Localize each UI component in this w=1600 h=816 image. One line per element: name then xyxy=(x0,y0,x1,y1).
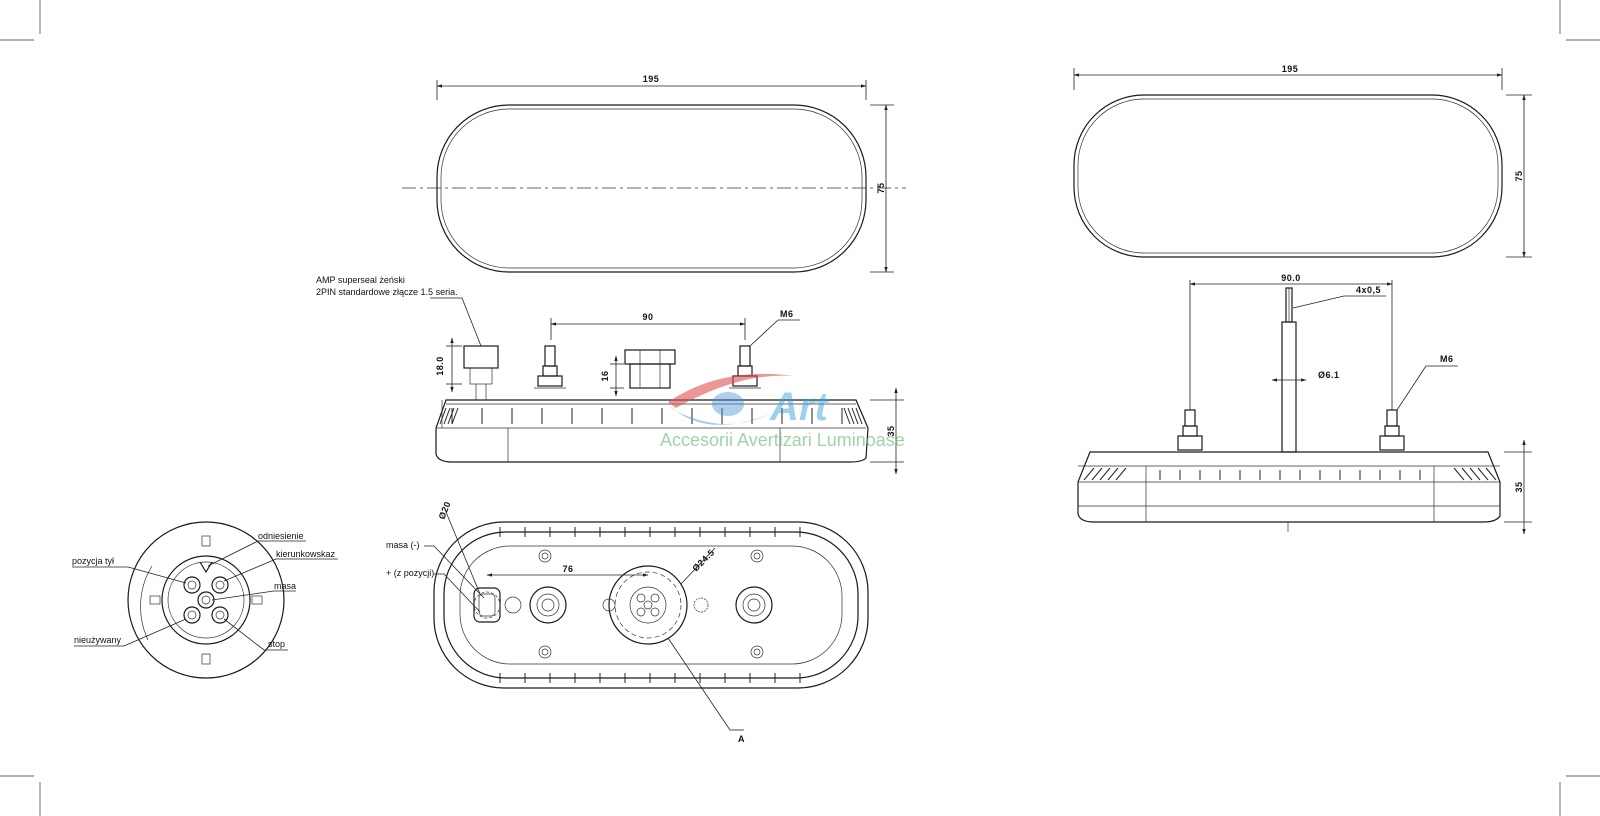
front-view: 195 75 xyxy=(402,74,906,273)
side-connector xyxy=(463,345,499,400)
rib-line xyxy=(443,407,451,425)
right-side-view: 90.0 4x0,5 Ø6.1 M6 35 xyxy=(1077,273,1532,535)
plus-pozycji-label: + (z pozycji) xyxy=(386,568,434,578)
back-connector-diameter-label: Ø20 xyxy=(437,500,453,521)
rib-line xyxy=(1099,467,1111,481)
rib-line xyxy=(1115,467,1127,481)
side-view: 90 M6 18.0 16 35 AMP superseal żeński 2P… xyxy=(316,275,904,475)
right-front-view: 195 75 xyxy=(1073,64,1532,258)
right-body-height-label: 35 xyxy=(1514,481,1524,492)
right-height-label: 75 xyxy=(1514,170,1524,181)
back-central-socket xyxy=(602,565,709,645)
watermark-tagline: Accesorii Avertizari Luminoase xyxy=(660,430,905,450)
front-width-label: 195 xyxy=(643,74,660,84)
rib-line xyxy=(855,407,863,425)
right-cable xyxy=(1281,287,1297,453)
rib-line xyxy=(1469,467,1481,481)
rib-line xyxy=(1083,467,1095,481)
right-stud-left xyxy=(1177,409,1203,451)
connector-note-line1: AMP superseal żeński xyxy=(316,275,405,285)
pin-masa-label: masa xyxy=(274,581,296,591)
back-stud-right xyxy=(735,586,773,624)
rib-line xyxy=(439,407,447,425)
rib-line xyxy=(1485,467,1497,481)
masa-minus-label: masa (-) xyxy=(386,540,420,550)
side-body-height-label: 35 xyxy=(886,425,896,436)
pin-kierunkowskaz-label: kierunkowskaz xyxy=(276,549,336,559)
connector-note-line2: 2PIN standardowe złącze 1.5 seria. xyxy=(316,287,458,297)
rib-line xyxy=(851,407,859,425)
right-stud-right xyxy=(1379,409,1405,451)
rib-line xyxy=(1461,467,1473,481)
back-amp-connector xyxy=(473,587,501,623)
back-view-label: A xyxy=(738,734,745,744)
pin-odniesienie-label: odniesienie xyxy=(258,531,304,541)
back-view: 76 Ø24.5 Ø20 A masa (-) + (z pozycji) xyxy=(386,500,869,744)
side-stud-left xyxy=(534,345,566,389)
pinout-diagram: odniesienie pozycja tył kierunkowskaz ma… xyxy=(72,521,338,679)
rib-line xyxy=(1477,467,1489,481)
side-connector-height-label: 18.0 xyxy=(435,356,445,376)
front-height-label: 75 xyxy=(876,182,886,193)
side-stud-thread-label: M6 xyxy=(780,309,794,319)
right-stud-thread-label: M6 xyxy=(1440,354,1454,364)
rib-line xyxy=(1453,467,1465,481)
watermark-logo-text: Art xyxy=(769,385,829,429)
back-stud-left xyxy=(529,586,567,624)
right-stud-spacing-label: 90.0 xyxy=(1281,273,1301,283)
right-width-label: 195 xyxy=(1282,64,1299,74)
right-cable-label: 4x0,5 xyxy=(1356,285,1381,295)
rib-line xyxy=(847,407,855,425)
right-cable-diameter-label: Ø6.1 xyxy=(1318,370,1340,380)
side-bracket-height-label: 16 xyxy=(600,370,610,381)
pin-nieuzywany-label: nieużywany xyxy=(74,635,122,645)
pin-pozycja-tyl-label: pozycja tył xyxy=(72,556,114,566)
pin-stop-label: stop xyxy=(268,639,285,649)
side-center-bracket xyxy=(624,349,676,389)
rib-line xyxy=(843,407,851,425)
rib-line xyxy=(447,407,455,425)
rib-line xyxy=(1107,467,1119,481)
watermark-logo: Art Accesorii Avertizari Luminoase xyxy=(660,373,905,450)
rib-line xyxy=(451,407,459,425)
back-spacing-label: 76 xyxy=(562,564,573,574)
side-stud-spacing-label: 90 xyxy=(642,312,653,322)
back-socket-diameter-label: Ø24.5 xyxy=(690,547,716,573)
rib-line xyxy=(1091,467,1103,481)
